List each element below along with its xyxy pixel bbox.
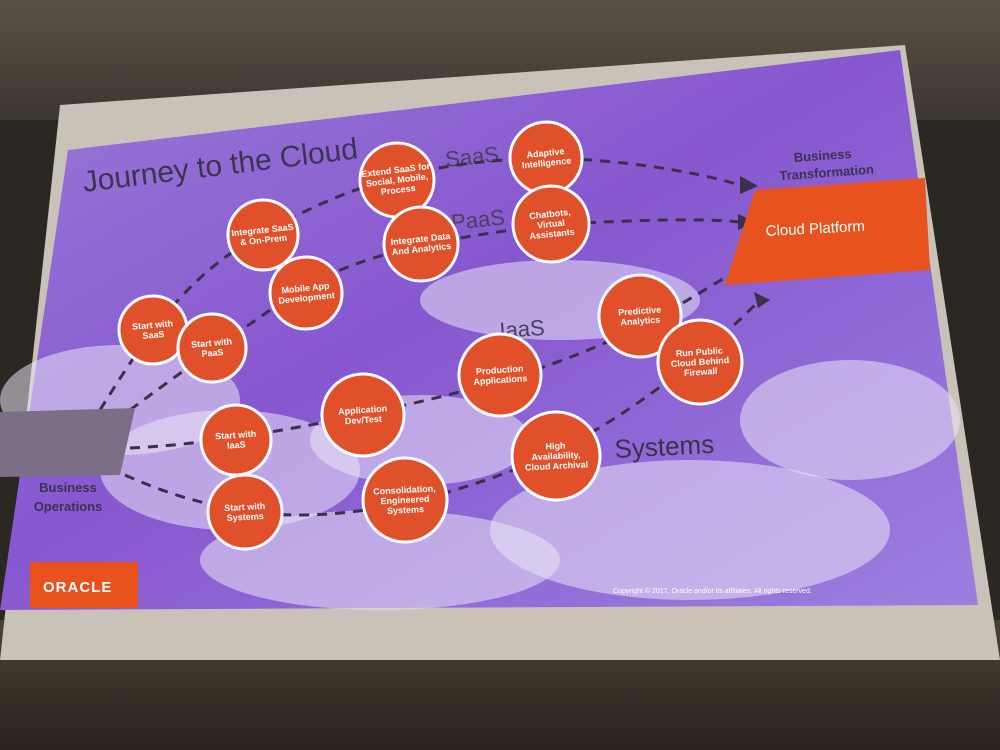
band-label-systems: Systems <box>614 429 715 464</box>
node-label-line: Assistants <box>529 227 575 242</box>
node-label-line: Application <box>338 403 388 416</box>
node-label-line: Analytics <box>620 315 661 328</box>
node-label-line: Availability, <box>531 450 580 463</box>
band-label-saas: SaaS <box>444 141 500 171</box>
business-operations-label-line2: Operations <box>34 499 103 514</box>
band-label-paas: PaaS <box>450 204 506 234</box>
node-label-line: Systems <box>227 511 265 523</box>
node-label-line: Start with <box>224 501 265 513</box>
node-label-line: Cloud Behind <box>670 355 729 369</box>
node-label-line: High <box>545 440 565 451</box>
node-label-line: Production <box>476 363 524 376</box>
node-label-line: Cloud Archival <box>525 459 589 472</box>
business-operations-block <box>0 408 135 477</box>
node-label-line: Applications <box>473 373 528 387</box>
node-label-line: PaaS <box>201 347 224 359</box>
cloud-platform-label: Cloud Platform <box>765 218 865 240</box>
node-label-line: Run Public <box>676 345 724 358</box>
node-label-line: SaaS <box>142 329 165 341</box>
node-label-line: Start with <box>191 336 233 350</box>
node-label-line: Predictive <box>618 305 662 318</box>
business-operations-label-line1: Business <box>39 480 97 495</box>
oracle-logo-text: ORACLE <box>43 579 112 596</box>
cloud-platform-banner <box>725 178 930 285</box>
node-label-line: Process <box>380 183 416 197</box>
node-label-line: Start with <box>215 429 257 442</box>
node-label-line: & On-Prem <box>240 233 288 248</box>
business-transformation-label-line2: Transformation <box>779 162 874 184</box>
copyright-text: Copyright © 2017, Oracle and/or its affi… <box>613 587 812 595</box>
node-label-line: IaaS <box>227 439 246 450</box>
node-label-line: Adaptive <box>526 146 565 160</box>
node-label-line: Consolidation, <box>373 483 436 496</box>
node-label-line: Start with <box>132 318 174 332</box>
node-integrate-saas: Integrate SaaS& On-Prem <box>226 198 300 272</box>
node-label-line: Systems <box>387 504 425 516</box>
node-label-line: Chatbots, <box>529 207 571 221</box>
business-transformation-label-line1: Business <box>793 146 852 165</box>
node-label-line: Engineered <box>380 494 429 507</box>
node-label-line: Dev/Test <box>345 414 382 427</box>
node-label-line: Virtual <box>537 218 566 231</box>
oracle-logo-box <box>30 562 138 608</box>
node-label-line: Firewall <box>684 366 718 378</box>
